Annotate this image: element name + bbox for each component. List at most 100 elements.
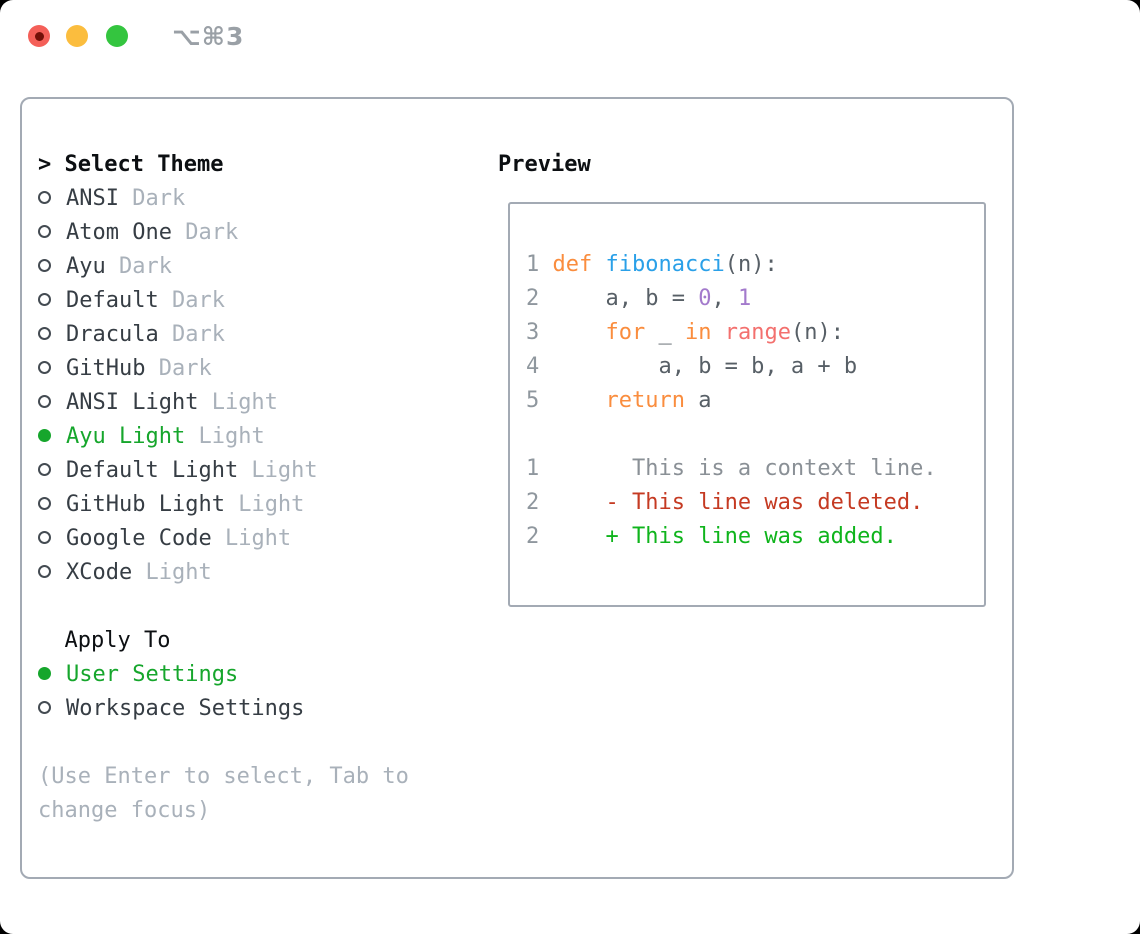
radio-icon — [38, 463, 51, 476]
theme-option-label: XCode — [66, 560, 133, 585]
theme-option[interactable]: XCode Light — [38, 556, 409, 590]
radio-icon — [38, 225, 51, 238]
window-titlebar: ⌥⌘3 — [0, 0, 1140, 72]
code-token-num: 0 — [698, 286, 712, 311]
theme-picker-title: Select Theme — [64, 152, 224, 177]
theme-option-label: Google Code — [66, 526, 212, 551]
preview-title: Preview — [498, 152, 591, 177]
code-token-pl: a, b = b, a + b — [539, 354, 858, 379]
apply-to-title: Apply To — [38, 628, 171, 653]
window-zoom-button[interactable] — [106, 25, 128, 47]
theme-option[interactable]: GitHub Light Light — [38, 488, 409, 522]
theme-option[interactable]: Ayu Light Light — [38, 420, 409, 454]
radio-icon — [38, 191, 51, 204]
code-token-pl: (n): — [790, 320, 844, 345]
code-token-fn: fibonacci — [605, 252, 725, 277]
code-token-num: 1 — [737, 286, 752, 311]
help-hint: (Use Enter to select, Tab to — [38, 760, 409, 794]
apply-to-option[interactable]: User Settings — [38, 658, 409, 692]
code-token-add: + This line was added. — [539, 524, 897, 549]
spacer — [38, 726, 409, 760]
focus-caret: > — [38, 152, 65, 177]
code-token-kw: return — [605, 388, 685, 413]
theme-option-variant: Light — [198, 390, 278, 415]
help-hint: change focus) — [38, 794, 409, 828]
theme-option[interactable]: Default Dark — [38, 284, 409, 318]
theme-option-variant: Light — [238, 458, 318, 483]
apply-to-option-label: Workspace Settings — [66, 696, 305, 721]
code-token-kw: for — [605, 320, 646, 345]
line-number: 3 — [526, 320, 540, 345]
theme-option[interactable]: Google Code Light — [38, 522, 409, 556]
help-hint-text: change focus) — [38, 798, 211, 823]
preview-box: 1 def fibonacci(n): 2 a, b = 0, 1 3 for … — [508, 202, 986, 607]
code-token-pl — [711, 320, 724, 345]
theme-option-variant: Light — [185, 424, 265, 449]
code-token-pl: _ — [645, 320, 685, 345]
radio-icon — [38, 497, 51, 510]
radio-icon — [38, 293, 51, 306]
code-token-pl: a, b = — [539, 286, 699, 311]
radio-icon — [38, 259, 51, 272]
theme-option[interactable]: Dracula Dark — [38, 318, 409, 352]
code-token-kw: def — [552, 252, 593, 277]
line-number: 1 — [526, 456, 540, 481]
theme-option-variant: Light — [132, 560, 212, 585]
theme-option-label: Dracula — [66, 322, 159, 347]
theme-option-label: GitHub — [66, 356, 146, 381]
line-number: 5 — [526, 388, 540, 413]
theme-option-label: ANSI — [66, 186, 119, 211]
code-token-pl: (n): — [724, 252, 778, 277]
theme-option-variant: Dark — [105, 254, 172, 279]
code-token-pl — [592, 252, 605, 277]
theme-picker-header: > Select Theme — [38, 148, 409, 182]
theme-option-label: Atom One — [66, 220, 172, 245]
radio-selected-icon — [38, 429, 51, 442]
theme-option-variant: Dark — [145, 356, 212, 381]
radio-icon — [38, 531, 51, 544]
window-minimize-button[interactable] — [66, 25, 88, 47]
radio-icon — [38, 327, 51, 340]
window-title: ⌥⌘3 — [172, 22, 245, 51]
line-number: 1 — [526, 252, 540, 277]
code-token-pl — [539, 320, 605, 345]
code-token-rng: range — [724, 320, 791, 345]
code-token-pl — [539, 388, 605, 413]
theme-option-variant: Dark — [158, 288, 225, 313]
theme-option[interactable]: ANSI Dark — [38, 182, 409, 216]
line-number: 2 — [526, 286, 540, 311]
help-hint-text: (Use Enter to select, Tab to — [38, 764, 409, 789]
code-token-ctx: This is a context line. — [539, 456, 937, 481]
theme-option-variant: Dark — [158, 322, 225, 347]
window-close-button[interactable] — [28, 25, 50, 47]
spacer — [38, 590, 409, 624]
theme-option[interactable]: GitHub Dark — [38, 352, 409, 386]
theme-option-label: Default — [66, 288, 159, 313]
radio-selected-icon — [38, 667, 51, 680]
theme-option-label: Ayu Light — [66, 424, 186, 449]
theme-option[interactable]: Ayu Dark — [38, 250, 409, 284]
radio-icon — [38, 395, 51, 408]
theme-option-variant: Light — [211, 526, 292, 551]
radio-icon — [38, 361, 51, 374]
line-number: 4 — [526, 354, 540, 379]
theme-option-variant: Dark — [118, 186, 186, 211]
line-number: 2 — [526, 490, 540, 515]
code-token-pl — [539, 252, 552, 277]
apply-to-header: Apply To — [38, 624, 409, 658]
apply-to-option[interactable]: Workspace Settings — [38, 692, 409, 726]
theme-option[interactable]: Default Light Light — [38, 454, 409, 488]
unsaved-changes-dot — [34, 31, 44, 41]
code-token-kw: in — [684, 320, 712, 345]
line-number: 2 — [526, 524, 540, 549]
code-token-pl: , — [711, 286, 738, 311]
theme-option[interactable]: ANSI Light Light — [38, 386, 409, 420]
theme-option[interactable]: Atom One Dark — [38, 216, 409, 250]
theme-option-label: Default Light — [66, 458, 239, 483]
apply-to-option-label: User Settings — [66, 662, 239, 687]
theme-option-variant: Dark — [171, 220, 239, 245]
theme-option-label: ANSI Light — [66, 390, 199, 415]
